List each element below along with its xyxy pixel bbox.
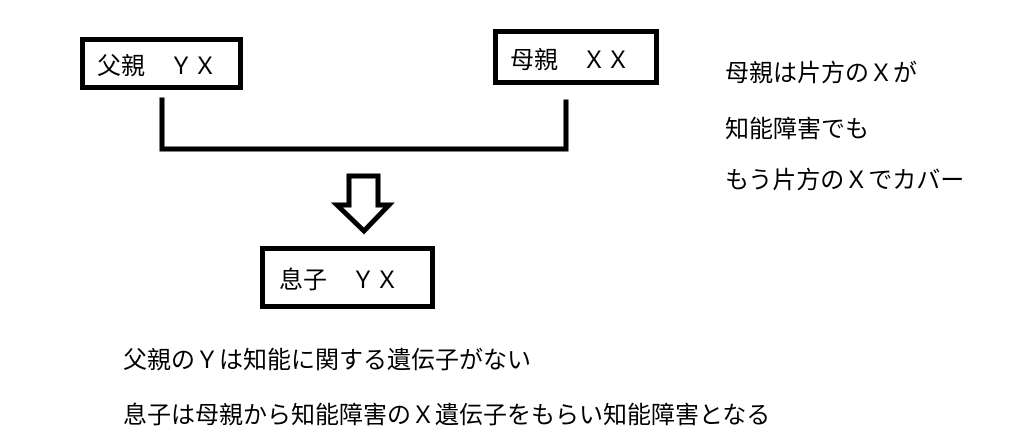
son-label: 息子 ＹＸ	[279, 266, 399, 294]
son-box: 息子 ＹＸ	[260, 246, 435, 309]
caption-line-1: 父親のＹは知能に関する遺伝子がない	[123, 346, 531, 374]
side-note-line-2: 知能障害でも	[725, 115, 869, 143]
mother-box: 母親 ＸＸ	[493, 29, 659, 85]
side-note-line-1: 母親は片方のＸが	[725, 59, 917, 87]
father-box: 父親 ＹＸ	[80, 37, 243, 90]
mother-label: 母親 ＸＸ	[510, 45, 630, 74]
down-arrow-icon	[330, 173, 395, 235]
father-label: 父親 ＹＸ	[97, 52, 217, 80]
side-note-line-3: もう片方のＸでカバー	[725, 166, 965, 194]
caption-line-2: 息子は母親から知能障害のＸ遺伝子をもらい知能障害となる	[123, 401, 771, 429]
